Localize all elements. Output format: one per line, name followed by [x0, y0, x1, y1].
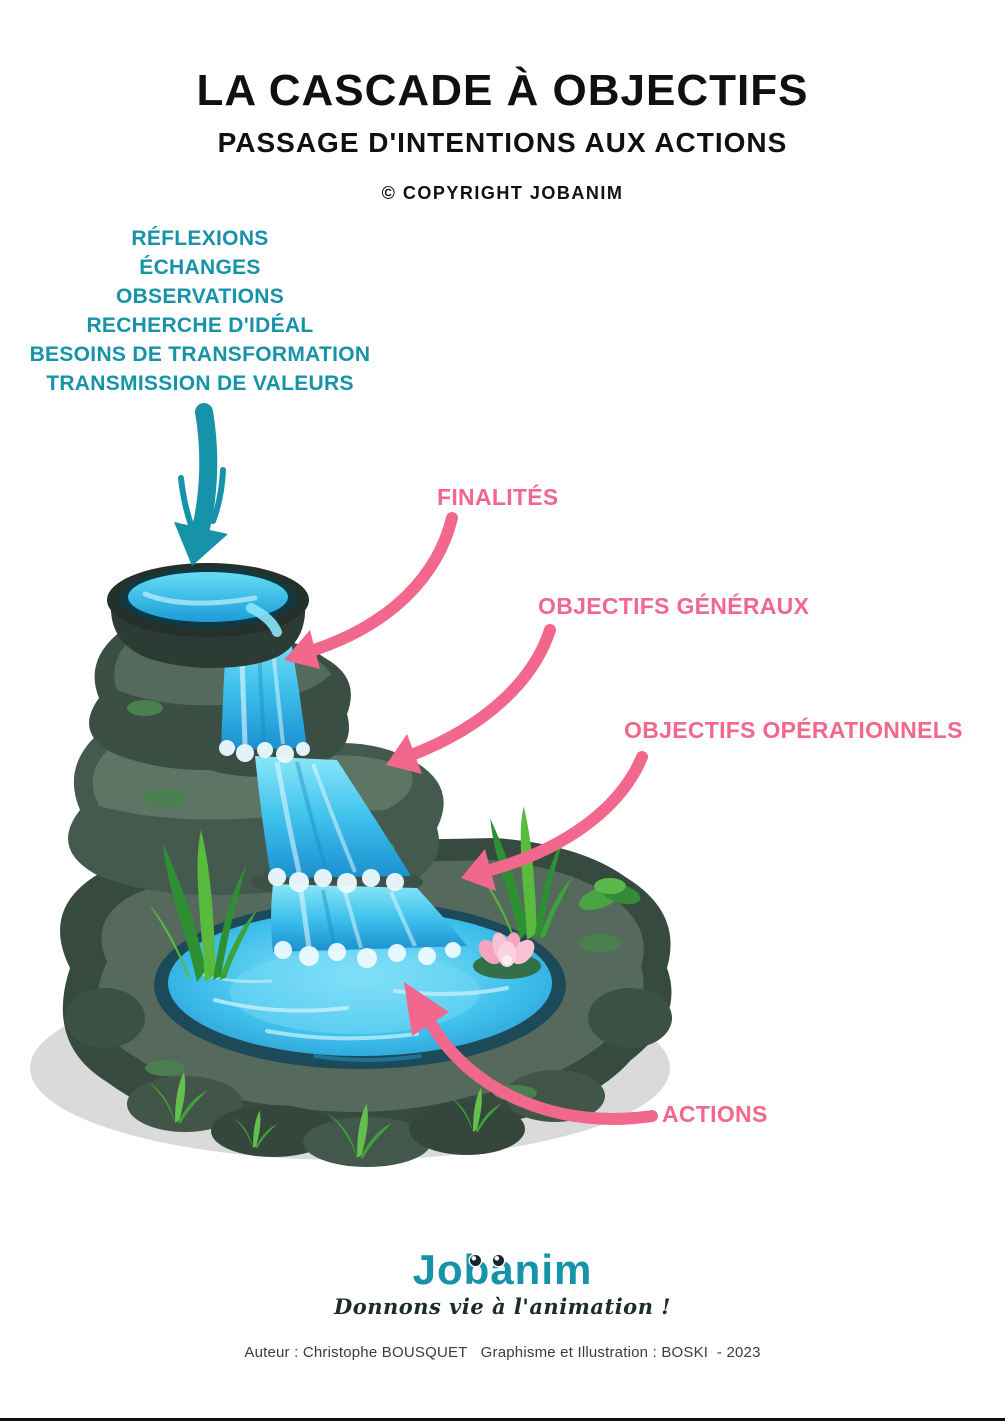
jobanim-logo-text: Jobanim: [412, 1246, 593, 1293]
footer-logo-area: Jobanim: [0, 1246, 1005, 1294]
page-title: LA CASCADE À OBJECTIFS: [196, 66, 809, 115]
page-subtitle: PASSAGE D'INTENTIONS AUX ACTIONS: [217, 127, 788, 158]
jobanim-logo: Jobanim: [413, 1246, 593, 1294]
tagline: Donnons vie à l'animation !: [333, 1294, 671, 1319]
intent-arrow-icon: [174, 403, 228, 566]
intention-item: OBSERVATIONS: [115, 285, 285, 308]
credits-line: Auteur : Christophe BOUSQUET Graphisme e…: [244, 1344, 761, 1361]
actions-arrow-icon: [424, 1016, 658, 1125]
bottom-edge-line: [0, 1418, 1005, 1421]
foam: [219, 740, 461, 968]
stage-label-finalites: FINALITÉS: [437, 484, 559, 510]
copyright-note: © COPYRIGHT JOBANIM: [381, 183, 624, 203]
finalites-arrow-icon: [308, 512, 458, 656]
stage-label-actions: ACTIONS: [662, 1101, 768, 1127]
intention-item: RÉFLEXIONS: [131, 227, 269, 250]
top-bowl: [107, 563, 309, 668]
plant-right: [579, 878, 641, 911]
grass-left: [149, 830, 257, 982]
intention-item: ÉCHANGES: [139, 256, 261, 279]
objectifs-generaux-arrow-icon: [408, 624, 556, 760]
intention-item: BESOINS DE TRANSFORMATION: [29, 343, 371, 366]
stage-label-objectifs-operationnels: OBJECTIFS OPÉRATIONNELS: [624, 717, 963, 743]
logo-eye-icon: [492, 1255, 504, 1266]
waterfall-illustration: [30, 563, 672, 1167]
intentions-list: RÉFLEXIONS ÉCHANGES OBSERVATIONS RECHERC…: [0, 224, 400, 398]
lotus-flower: [473, 932, 541, 979]
waterfall-cascades: [219, 624, 467, 968]
logo-eye-icon: [469, 1255, 481, 1266]
intention-item: TRANSMISSION DE VALEURS: [46, 372, 354, 395]
stage-label-objectifs-generaux: OBJECTIFS GÉNÉRAUX: [538, 593, 810, 619]
intention-item: RECHERCHE D'IDÉAL: [86, 314, 314, 337]
objectifs-operationnels-arrow-icon: [484, 751, 648, 876]
